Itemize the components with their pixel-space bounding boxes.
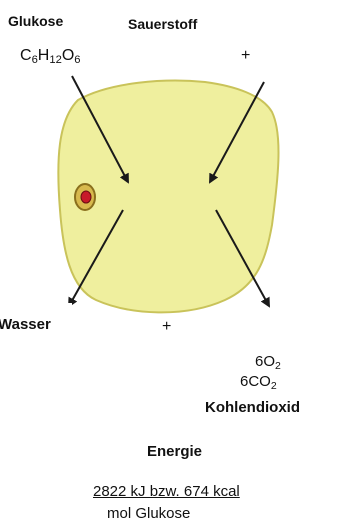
wasser-occluder-right (54, 303, 72, 323)
plus-top: + (241, 48, 250, 64)
glukose-label: Glukose (8, 14, 63, 28)
kohlendioxid-label: Kohlendioxid (205, 400, 300, 415)
energy-unit: mol Glukose (107, 506, 190, 521)
energie-label: Energie (147, 444, 202, 459)
sauerstoff-label: Sauerstoff (128, 17, 197, 31)
wasser-occluder (10, 303, 52, 317)
oxygen-formula: 6O2 (255, 354, 281, 372)
glucose-formula: C6H12O6 (20, 48, 81, 66)
nucleus-core (81, 191, 91, 203)
carbon-dioxide-formula: 6CO2 (240, 374, 277, 392)
plus-bottom: + (162, 319, 171, 335)
wasser-label: Wasser (0, 317, 51, 332)
energy-amount: 2822 kJ bzw. 674 kcal (93, 484, 240, 499)
